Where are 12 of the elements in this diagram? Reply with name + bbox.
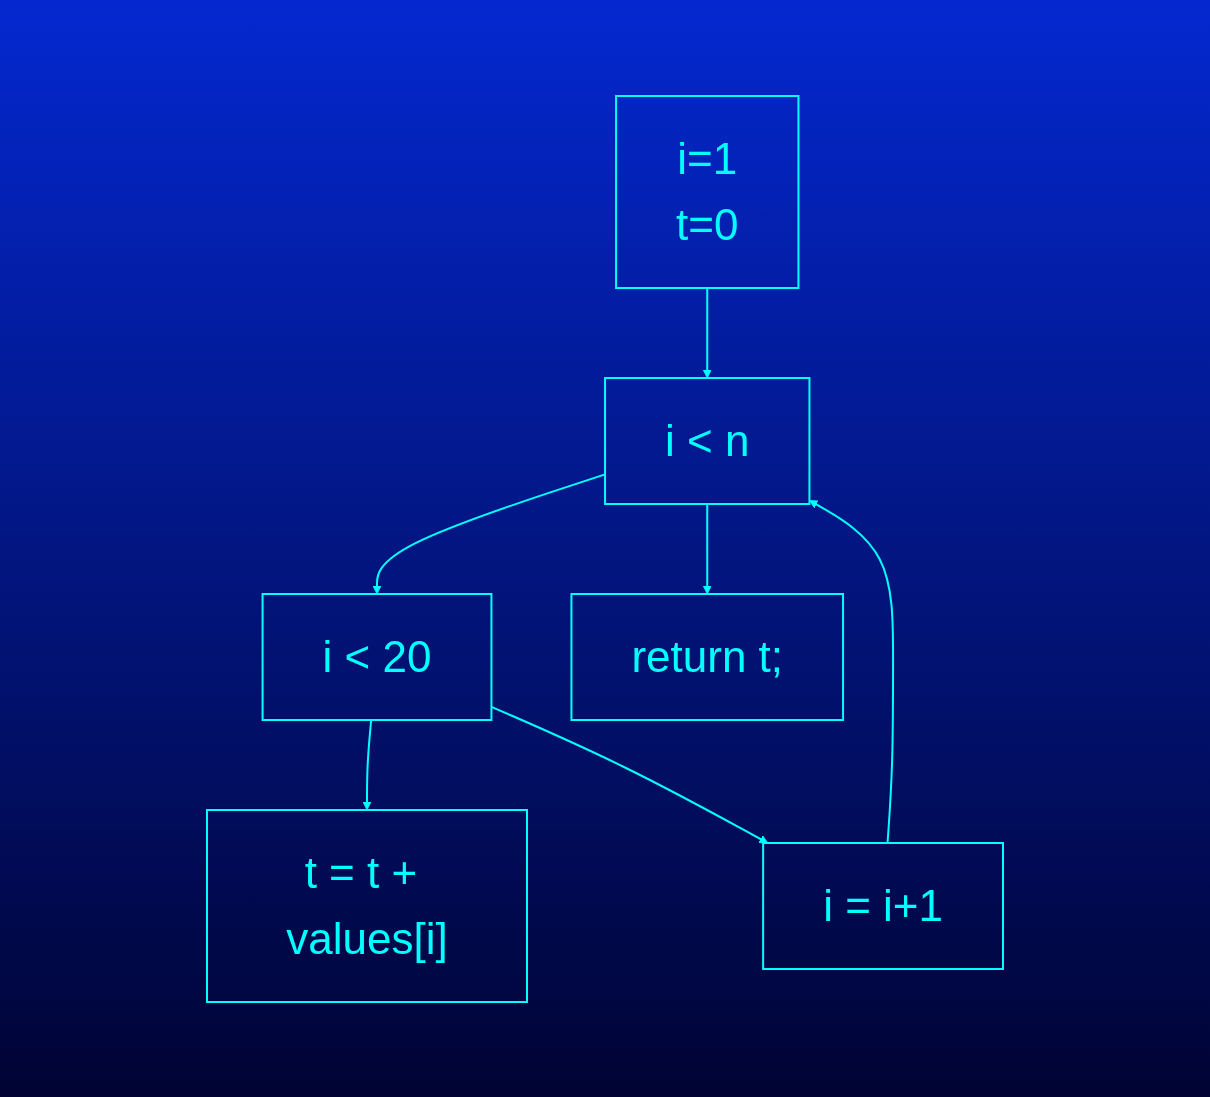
arrow [702, 502, 712, 594]
node-box: i < n [604, 376, 811, 505]
arrow [809, 499, 895, 844]
node-box: i < 20 [261, 592, 493, 721]
arrow [372, 472, 607, 594]
node-box: return t; [570, 592, 845, 721]
arrow [362, 718, 373, 810]
node-box: t = t + values[i] [206, 808, 528, 1003]
arrow [490, 705, 769, 843]
node-box: i = i+1 [762, 841, 1004, 970]
arrow [702, 286, 712, 378]
node-box: i=1 t=0 [615, 94, 800, 289]
